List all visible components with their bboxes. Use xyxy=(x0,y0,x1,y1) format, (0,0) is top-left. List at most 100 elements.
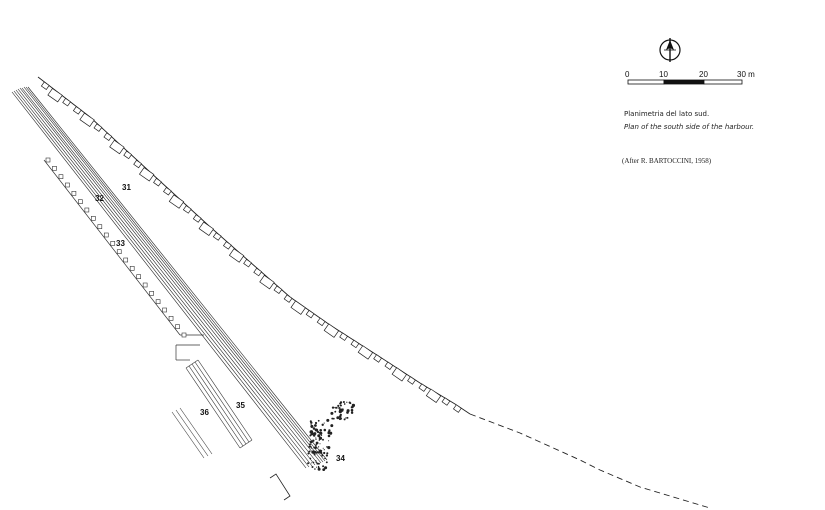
wall-block xyxy=(222,241,232,250)
wall-block xyxy=(47,87,63,103)
label-35: 35 xyxy=(236,401,245,410)
rubble-stone xyxy=(309,457,312,460)
rubble-stone xyxy=(345,417,347,419)
rubble-stone xyxy=(338,406,341,410)
wall-square xyxy=(103,232,109,238)
caption-source: (After R. BARTOCCINI, 1958) xyxy=(622,157,712,165)
wall-square xyxy=(149,291,154,296)
wall-square xyxy=(65,182,70,188)
rubble-stone xyxy=(308,450,311,453)
rubble-stone xyxy=(316,462,319,465)
wall-block xyxy=(192,214,202,223)
rubble-stone xyxy=(314,446,317,450)
wall-square xyxy=(168,316,174,321)
wall-block xyxy=(228,248,245,263)
rubble-stone xyxy=(325,454,329,457)
label-33: 33 xyxy=(116,239,125,248)
rubble-stone xyxy=(330,411,334,415)
rubble-stone xyxy=(321,423,324,426)
rubble-stone xyxy=(312,439,315,442)
rubble-stone xyxy=(313,453,316,456)
wall-square xyxy=(97,224,103,229)
rubble-stone xyxy=(317,451,320,454)
rubble-stone xyxy=(309,430,313,434)
wall-block xyxy=(212,232,222,241)
label-32: 32 xyxy=(95,194,104,203)
rubble-stone xyxy=(315,438,317,440)
rubble-stone xyxy=(318,468,321,471)
rubble-stone xyxy=(319,428,323,432)
rubble-stone xyxy=(327,432,330,434)
rubble-stone xyxy=(319,431,323,435)
rubble-stone xyxy=(319,443,321,445)
rubble-stone xyxy=(316,466,318,468)
scale-bar: 0 10 20 30 m xyxy=(625,70,755,85)
rubble-stone xyxy=(323,451,326,455)
rubble-stone xyxy=(312,461,315,464)
rubble-stone xyxy=(322,468,326,471)
rubble-stone xyxy=(315,441,319,445)
rubble-stone xyxy=(314,424,317,427)
scale-tick-20: 20 xyxy=(699,70,708,79)
rubble-stone xyxy=(328,440,330,442)
wall-square xyxy=(52,166,57,171)
rubble-stone xyxy=(349,402,352,405)
wall-block xyxy=(93,123,103,132)
rubble-stone xyxy=(338,409,341,411)
rubble-stone xyxy=(350,411,354,415)
rubble-stone xyxy=(331,417,334,420)
wall-block xyxy=(133,159,142,169)
rubble-stone xyxy=(350,408,354,412)
caption-italian: Planimetria del lato sud. xyxy=(624,110,710,118)
wall-block xyxy=(72,106,82,115)
rubble-stone xyxy=(311,432,314,435)
wall-square xyxy=(155,299,161,304)
wall-block xyxy=(109,139,125,155)
wall-block xyxy=(357,345,374,360)
wall-block xyxy=(153,177,162,187)
label-31: 31 xyxy=(122,183,131,192)
wall-block xyxy=(243,258,252,268)
wall-block xyxy=(138,167,155,182)
label-34: 34 xyxy=(336,454,345,463)
rubble-stone xyxy=(341,408,344,411)
outer-wall-blocks xyxy=(40,81,462,413)
rubble-stone xyxy=(309,440,313,444)
rubble-stone xyxy=(343,403,346,405)
wall-square xyxy=(175,324,180,329)
rubble-stone xyxy=(314,421,318,425)
wall-block xyxy=(62,97,71,107)
rubble-stone xyxy=(333,406,335,409)
wall-block xyxy=(391,367,408,382)
rubble-stone xyxy=(327,446,331,450)
rubble-stone xyxy=(330,424,334,428)
rubble-stone xyxy=(317,419,320,422)
rubble-stone xyxy=(317,446,320,448)
scale-tick-0: 0 xyxy=(625,70,630,79)
wall-block xyxy=(182,205,192,214)
rubble-stone xyxy=(317,434,321,437)
wall-square xyxy=(123,257,129,263)
rubble-stone xyxy=(311,462,313,464)
wall-block xyxy=(323,323,340,338)
rubble-stone xyxy=(323,449,325,451)
rubble-stone xyxy=(320,434,323,436)
wall-block xyxy=(441,397,451,406)
wall-block xyxy=(40,81,50,91)
wall-square xyxy=(181,332,187,338)
rubble-stone xyxy=(342,400,345,404)
rubble-stone xyxy=(323,428,327,432)
wall-block xyxy=(253,267,263,277)
wall-square xyxy=(110,241,116,246)
wall-block xyxy=(305,309,315,319)
rubble-stone xyxy=(332,417,335,420)
rubble-stone xyxy=(352,406,354,409)
rubble-stone xyxy=(309,434,312,437)
rubble-stone xyxy=(312,427,316,430)
rubble-stone xyxy=(311,465,314,469)
rubble-34 xyxy=(307,400,356,471)
rubble-stone xyxy=(323,422,325,424)
wall-square xyxy=(91,216,96,221)
caption-english: Plan of the south side of the harbour. xyxy=(624,123,755,131)
